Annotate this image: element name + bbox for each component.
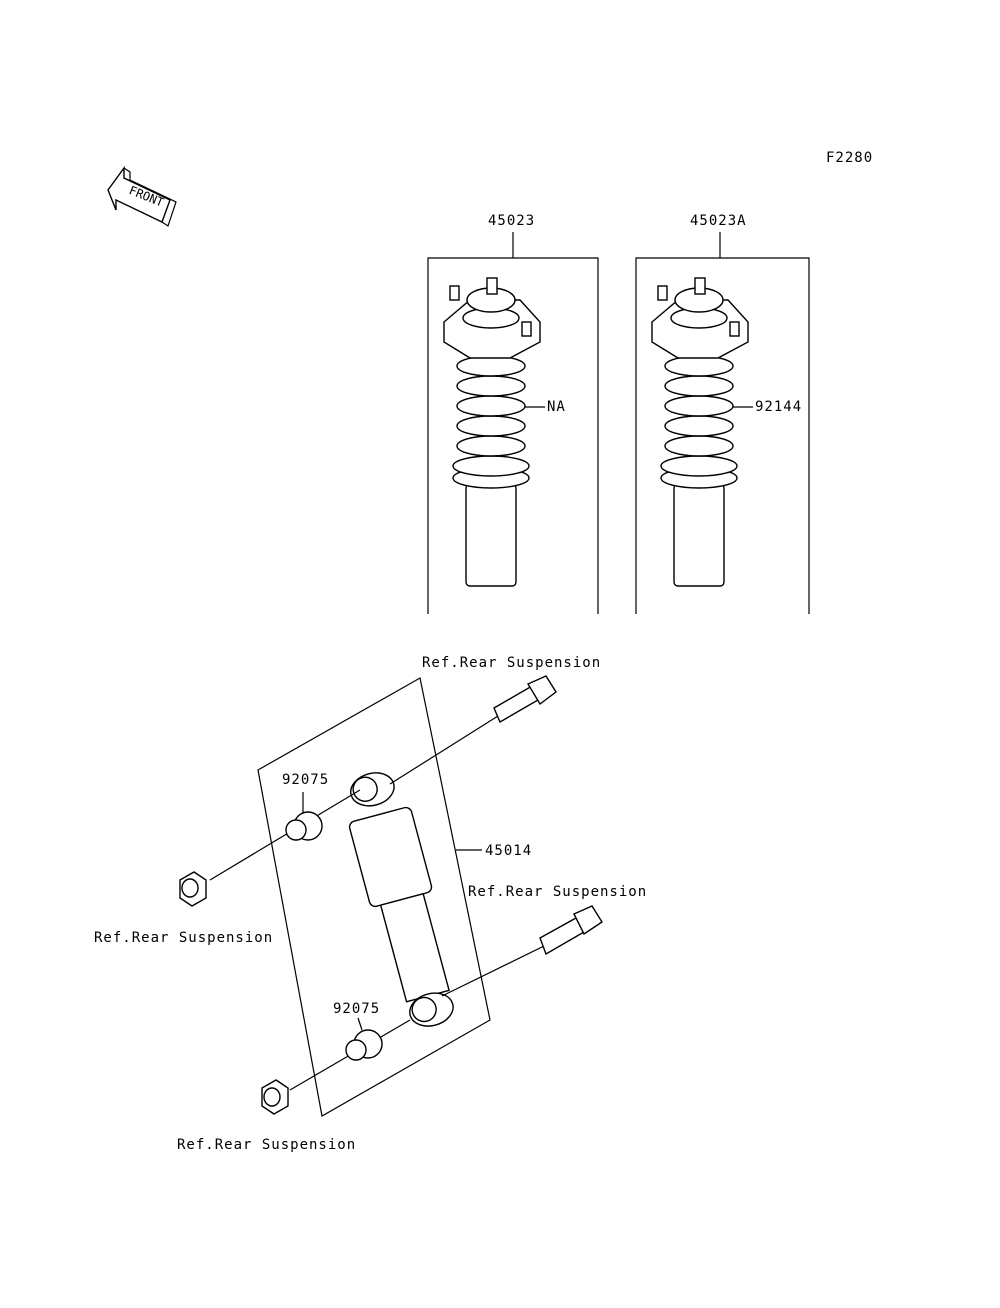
shock-assembly-b	[651, 277, 749, 587]
label-92144: 92144	[755, 399, 803, 415]
lower-bushing	[289, 1019, 411, 1091]
upper-bushing	[209, 789, 361, 881]
shock-assembly-a	[443, 277, 541, 587]
lower-nut	[261, 1079, 289, 1115]
upper-bolt	[389, 675, 557, 785]
ref-lower-bolt: Ref.Rear Suspension	[468, 884, 648, 900]
label-spring-na: NA	[547, 399, 566, 415]
label-45014: 45014	[485, 843, 533, 859]
figure-code: F2280	[826, 150, 874, 166]
ref-upper-bolt: Ref.Rear Suspension	[422, 655, 602, 671]
rear-shock-frame	[257, 677, 491, 1117]
assy-b-frame	[635, 257, 810, 614]
ref-lower-nut: Ref.Rear Suspension	[177, 1137, 357, 1153]
rear-shock-absorber	[348, 772, 454, 1027]
label-45023: 45023	[488, 213, 536, 229]
ref-upper-nut: Ref.Rear Suspension	[94, 930, 274, 946]
label-92075-lower: 92075	[333, 1001, 381, 1017]
label-45023a: 45023A	[690, 213, 747, 229]
upper-nut	[179, 871, 207, 907]
label-92075-upper: 92075	[282, 772, 330, 788]
lower-bolt	[441, 905, 603, 997]
bushing-lower-leader	[357, 1017, 363, 1031]
front-arrow-icon: FRONT	[107, 165, 177, 227]
